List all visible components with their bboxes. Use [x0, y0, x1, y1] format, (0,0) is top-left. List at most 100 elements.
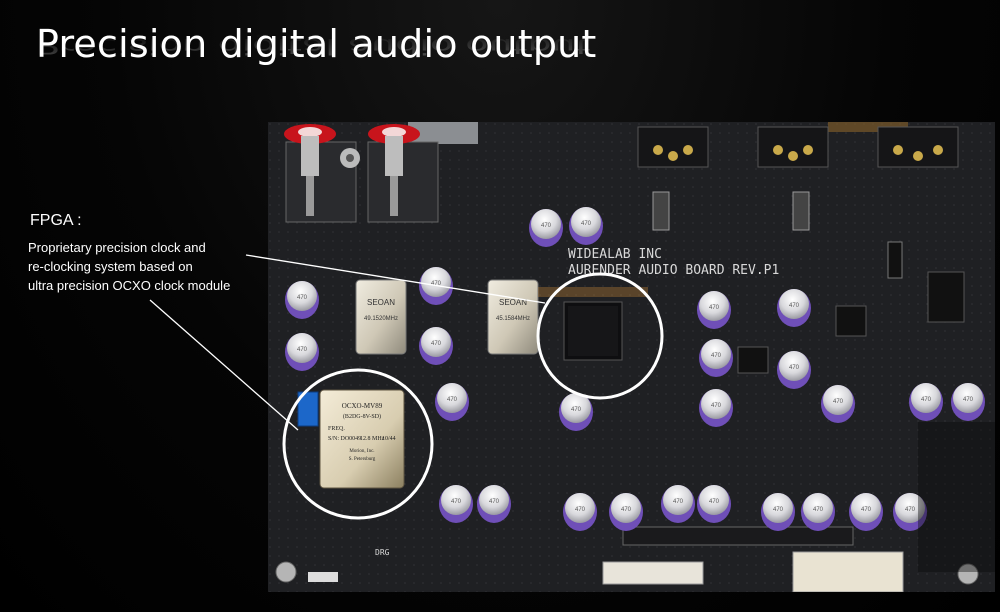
svg-text:470: 470	[431, 341, 442, 347]
callout-body: Proprietary precision clock and re-clock…	[28, 238, 230, 295]
leader-line	[245, 254, 546, 304]
svg-text:470: 470	[621, 507, 632, 513]
capacitor: 470	[761, 493, 795, 531]
ocxo-highlight-circle	[282, 368, 434, 520]
capacitor: 470	[909, 383, 943, 421]
callout-heading: FPGA :	[30, 212, 82, 229]
ocxo-clock-module: OCXO-MV89 (B2DG-8V-SD) FREQ. 12.8 MHz S/…	[297, 389, 405, 489]
svg-text:470: 470	[451, 499, 462, 505]
board-model-silkscreen: AURENDER AUDIO BOARD REV.P1	[568, 263, 779, 278]
capacitor: 470	[609, 493, 643, 531]
fpga-chip	[538, 287, 648, 361]
drg-mark: DRG	[375, 548, 390, 557]
ic-chip	[927, 271, 965, 323]
ribbon-connector	[602, 561, 704, 585]
svg-text:SEOAN: SEOAN	[367, 298, 395, 307]
capacitor-group: 470 470 470 470 470 470 470 470 470 470 470 470 470 4…	[285, 207, 985, 531]
svg-text:FREQ.: FREQ.	[328, 426, 345, 432]
svg-text:S/N: DO0049: S/N: DO0049	[328, 436, 361, 442]
capacitor: 470	[661, 485, 695, 523]
xlr-connector	[877, 126, 959, 168]
capacitor: 470	[951, 383, 985, 421]
ic-chip	[835, 305, 867, 337]
svg-text:470: 470	[541, 223, 552, 229]
audio-board-photo: WIDEALAB INC AURENDER AUDIO BOARD REV.P1…	[268, 122, 995, 592]
svg-text:470: 470	[773, 507, 784, 513]
capacitor: 470	[569, 207, 603, 245]
capacitor: 470	[821, 385, 855, 423]
svg-text:Morion, Inc.: Morion, Inc.	[349, 449, 374, 454]
capacitor: 470	[477, 485, 511, 523]
capacitor: 470	[777, 351, 811, 389]
svg-text:470: 470	[833, 399, 844, 405]
capacitor: 470	[435, 383, 469, 421]
capacitor: 470	[777, 289, 811, 327]
svg-text:470: 470	[711, 353, 722, 359]
capacitor: 470	[285, 281, 319, 319]
screw-icon	[957, 563, 979, 585]
svg-text:470: 470	[709, 499, 720, 505]
capacitor: 470	[699, 339, 733, 377]
svg-text:45.1584MHz: 45.1584MHz	[496, 316, 530, 322]
crystal-oscillator: SEOAN 45.1584MHz	[487, 279, 539, 355]
capacitor: 470	[697, 485, 731, 523]
svg-text:12.8 MHz: 12.8 MHz	[360, 436, 385, 442]
ground-post	[340, 148, 360, 168]
svg-text:10/44: 10/44	[382, 436, 396, 442]
callout-line: re-clocking system based on	[28, 259, 193, 274]
screw-icon	[275, 561, 297, 583]
capacitor: 470	[439, 485, 473, 523]
svg-text:470: 470	[905, 507, 916, 513]
callout-line: ultra precision OCXO clock module	[28, 278, 231, 293]
pin-header-row	[622, 526, 854, 546]
capacitor: 470	[697, 291, 731, 329]
metal-bracket	[408, 122, 478, 144]
ic-chip	[737, 346, 769, 374]
svg-text:470: 470	[447, 397, 458, 403]
capacitor: 470	[801, 493, 835, 531]
rca-jack-right	[367, 124, 439, 223]
crystal-oscillator: SEOAN 49.1520MHz	[355, 279, 407, 355]
board-brand-silkscreen: WIDEALAB INC	[568, 247, 662, 262]
svg-text:470: 470	[575, 507, 586, 513]
svg-text:470: 470	[861, 507, 872, 513]
svg-text:S. Petersburg: S. Petersburg	[349, 457, 376, 462]
capacitor: 470	[419, 327, 453, 365]
xlr-connector	[757, 126, 829, 168]
capacitor: 470	[699, 389, 733, 427]
pin-header	[308, 572, 338, 582]
svg-text:470: 470	[813, 507, 824, 513]
svg-text:OCXO-MV89: OCXO-MV89	[342, 402, 383, 410]
svg-text:470: 470	[431, 281, 442, 287]
svg-text:470: 470	[581, 221, 592, 227]
svg-text:470: 470	[489, 499, 500, 505]
ribbon-connector	[792, 551, 904, 592]
fpga-highlight-circle	[536, 272, 664, 400]
svg-text:(B2DG-8V-SD): (B2DG-8V-SD)	[343, 413, 381, 420]
svg-text:470: 470	[571, 407, 582, 413]
svg-text:470: 470	[297, 347, 308, 353]
svg-text:470: 470	[709, 305, 720, 311]
svg-text:470: 470	[673, 499, 684, 505]
svg-text:SEOAN: SEOAN	[499, 298, 527, 307]
capacitor: 470	[893, 493, 927, 531]
capacitor: 470	[563, 493, 597, 531]
svg-text:470: 470	[297, 295, 308, 301]
svg-text:470: 470	[711, 403, 722, 409]
capacitor: 470	[849, 493, 883, 531]
callout-line: Proprietary precision clock and	[28, 240, 206, 255]
xlr-connector	[637, 126, 709, 168]
svg-text:470: 470	[963, 397, 974, 403]
svg-text:470: 470	[789, 303, 800, 309]
capacitor: 470	[529, 209, 563, 247]
svg-text:470: 470	[921, 397, 932, 403]
svg-text:49.1520MHz: 49.1520MHz	[364, 316, 398, 322]
leader-line	[149, 299, 299, 431]
svg-text:470: 470	[789, 365, 800, 371]
pin-header	[887, 241, 903, 279]
capacitor: 470	[559, 393, 593, 431]
page-title: Precision digital audio output	[36, 22, 597, 66]
capacitor: 470	[285, 333, 319, 371]
